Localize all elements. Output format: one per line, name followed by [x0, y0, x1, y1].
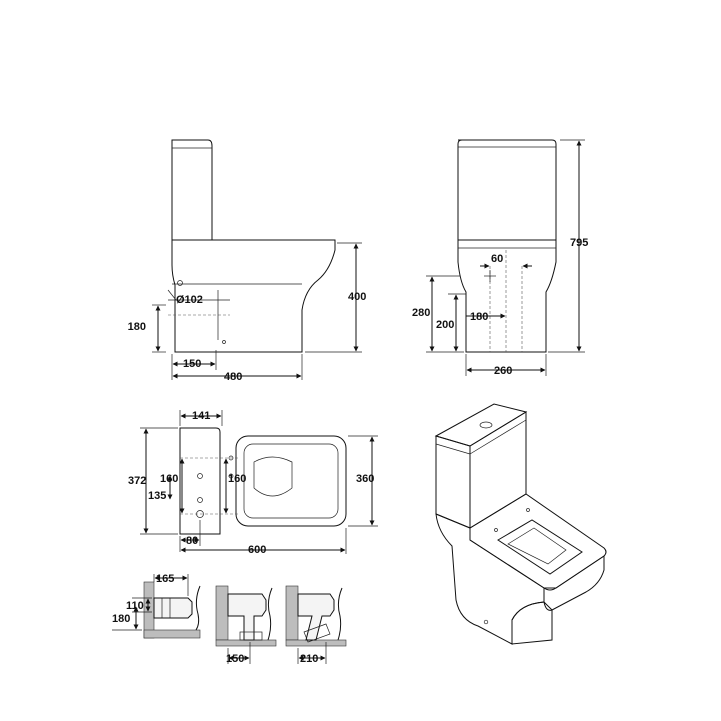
dim-plan-372: 372 — [128, 475, 146, 487]
dim-side-180: 180 — [128, 321, 146, 333]
dim-plan-600: 600 — [248, 544, 266, 556]
dim-side-400: 400 — [348, 291, 366, 303]
plan-view: 141 372 160 160 135 360 80 600 — [128, 410, 378, 556]
install-detail-2: 150 — [215, 585, 277, 665]
dim-side-pipe-diameter: Ø102 — [176, 294, 203, 306]
perspective-cistern-body — [435, 435, 471, 529]
dim-front-200: 200 — [436, 319, 454, 331]
dim-plan-141: 141 — [192, 410, 210, 422]
dim-side-480: 480 — [224, 371, 242, 383]
dim-plan-360: 360 — [356, 473, 374, 485]
perspective-bowl-base — [435, 513, 545, 645]
dim-front-795: 795 — [570, 237, 588, 249]
dim-front-60: 60 — [491, 253, 503, 265]
side-view: 180 Ø102 400 150 480 — [128, 139, 366, 383]
perspective-toilet — [434, 403, 607, 645]
dim-plan-80: 80 — [186, 535, 198, 547]
install-detail-1: 165 110 180 — [112, 573, 201, 639]
install-detail-3: 210 — [285, 585, 347, 665]
dim-install-110: 110 — [126, 600, 144, 612]
front-bowl-outline — [457, 239, 557, 353]
perspective-bowl-rim — [469, 493, 607, 591]
plan-cistern-outline — [179, 427, 221, 535]
dim-install-165: 165 — [156, 573, 174, 585]
side-cistern-outline — [171, 139, 213, 241]
front-view: 60 795 280 200 180 260 — [412, 139, 588, 377]
dim-front-280: 280 — [412, 307, 430, 319]
side-bowl-outline — [171, 239, 336, 353]
dim-install-150: 150 — [226, 653, 244, 665]
dim-plan-135: 135 — [148, 490, 166, 502]
dim-install-180: 180 — [112, 613, 130, 625]
dim-plan-160-left: 160 — [160, 473, 178, 485]
dim-install-210: 210 — [300, 653, 318, 665]
perspective-bowl-opening — [497, 519, 583, 575]
dim-side-150: 150 — [183, 358, 201, 370]
front-cistern-outline — [457, 139, 557, 241]
dim-front-180: 180 — [470, 311, 488, 323]
dim-front-260: 260 — [494, 365, 512, 377]
plan-seat-outline — [235, 435, 347, 527]
dim-plan-160-right: 160 — [228, 473, 246, 485]
